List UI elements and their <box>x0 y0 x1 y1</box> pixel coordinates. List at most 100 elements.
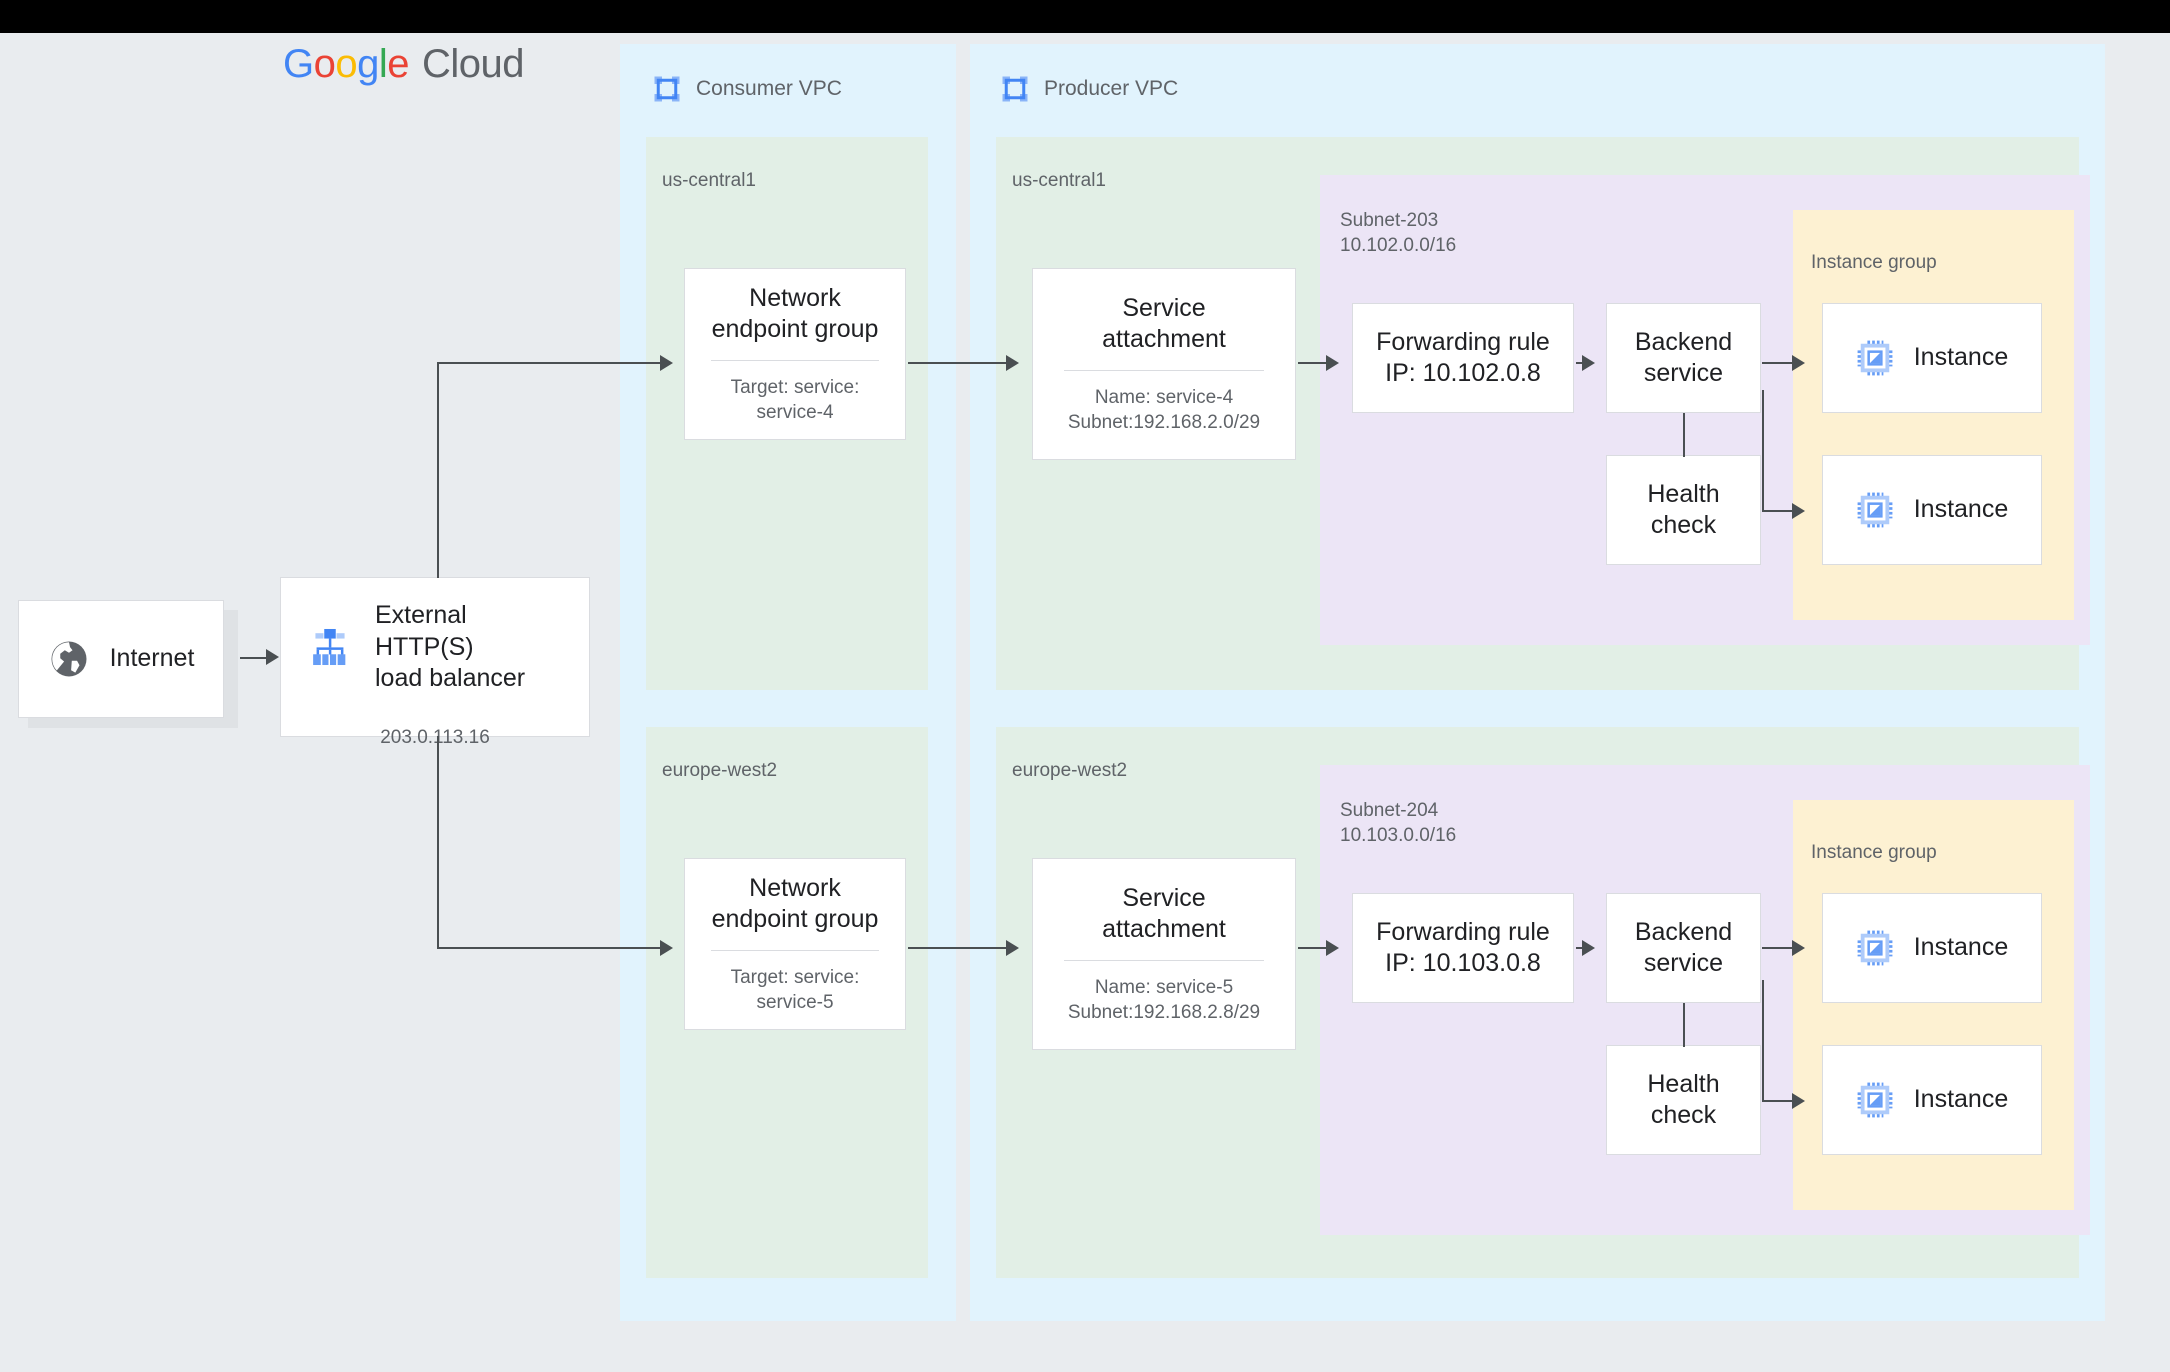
instance-us-central1-1-label: Instance <box>1913 343 2009 372</box>
connector-bs-elbow-v-us-central1 <box>1762 390 1764 512</box>
instance-europe-west2-2[interactable]: Instance <box>1822 1045 2042 1155</box>
globe-icon <box>48 638 90 680</box>
health-check-europe-west2[interactable]: Health check <box>1606 1045 1761 1155</box>
neg-us-central1-detail: Target: service: service-4 <box>730 376 860 423</box>
connector-neg-to-sa-us-central1 <box>908 362 1008 364</box>
top-black-bar <box>0 0 2170 33</box>
forwarding-rule-us-central1-title: Forwarding rule IP: 10.102.0.8 <box>1376 327 1550 388</box>
connector-bs-elbow-h-europe-west2 <box>1762 1100 1798 1102</box>
logo-letter-e: e <box>387 42 410 86</box>
arrowhead <box>660 355 673 371</box>
forwarding-rule-us-central1[interactable]: Forwarding rule IP: 10.102.0.8 <box>1352 303 1574 413</box>
arrowhead <box>1792 940 1805 956</box>
neg-europe-west2[interactable]: Network endpoint group Target: service: … <box>684 858 906 1030</box>
arrowhead <box>1006 355 1019 371</box>
health-check-us-central1-title: Health check <box>1647 479 1720 540</box>
producer-vpc-header: Producer VPC <box>1000 74 1178 104</box>
instance-us-central1-1[interactable]: Instance <box>1822 303 2042 413</box>
health-check-us-central1[interactable]: Health check <box>1606 455 1761 565</box>
producer-region-europe-west2-label: europe-west2 <box>1012 760 1128 781</box>
subnet-204-label: Subnet-204 10.103.0.0/16 <box>1340 800 1457 847</box>
internet-node[interactable]: Internet <box>18 600 224 718</box>
logo-letter-g2: g <box>357 42 379 86</box>
internet-label: Internet <box>109 644 195 673</box>
connector-lb-to-neg-europe-west2 <box>437 947 662 949</box>
service-attachment-us-central1-detail: Name: service-4 Subnet:192.168.2.0/29 <box>1067 386 1261 433</box>
backend-service-us-central1[interactable]: Backend service <box>1606 303 1761 413</box>
vpc-icon <box>652 74 682 104</box>
connector-lb-to-neg-us-central1 <box>437 362 662 364</box>
backend-service-europe-west2[interactable]: Backend service <box>1606 893 1761 1003</box>
logo-letter-l: l <box>378 42 388 86</box>
connector-sa-to-fr-us-central1 <box>1298 362 1328 364</box>
divider <box>711 359 879 361</box>
connector-bs-to-hc-us-central1 <box>1683 413 1685 457</box>
arrowhead <box>1326 355 1339 371</box>
instance-us-central1-2-label: Instance <box>1913 495 2009 524</box>
load-balancer-title: External HTTP(S) load balancer <box>375 601 526 692</box>
vm-instance-icon <box>1856 491 1894 529</box>
connector-lb-trunk-up <box>437 362 439 578</box>
arrowhead <box>1326 940 1339 956</box>
load-balancer-ip: 203.0.113.16 <box>380 726 490 748</box>
instance-europe-west2-2-label: Instance <box>1913 1085 2009 1114</box>
neg-us-central1-title: Network endpoint group <box>711 283 879 344</box>
backend-service-europe-west2-title: Backend service <box>1634 917 1733 978</box>
instance-us-central1-2[interactable]: Instance <box>1822 455 2042 565</box>
connector-lb-trunk-down <box>437 736 439 949</box>
connector-bs-to-hc-europe-west2 <box>1683 1003 1685 1047</box>
divider <box>711 949 879 951</box>
connector-bs-to-instance1-us-central1 <box>1762 362 1798 364</box>
arrowhead <box>1582 940 1595 956</box>
subnet-203-label: Subnet-203 10.102.0.0/16 <box>1340 210 1457 257</box>
connector-sa-to-fr-europe-west2 <box>1298 947 1328 949</box>
vpc-icon <box>1000 74 1030 104</box>
consumer-vpc-header: Consumer VPC <box>652 74 842 104</box>
instance-group-us-central1-label: Instance group <box>1811 252 1937 273</box>
arrowhead <box>1792 355 1805 371</box>
arrowhead <box>1006 940 1019 956</box>
producer-region-us-central1-label: us-central1 <box>1012 170 1106 191</box>
vm-instance-icon <box>1856 339 1894 377</box>
service-attachment-europe-west2-title: Service attachment <box>1102 883 1226 944</box>
health-check-europe-west2-title: Health check <box>1647 1069 1720 1130</box>
load-balancer-node[interactable]: External HTTP(S) load balancer 203.0.113… <box>280 577 590 748</box>
arrowhead <box>1792 503 1805 519</box>
vm-instance-icon <box>1856 929 1894 967</box>
forwarding-rule-europe-west2[interactable]: Forwarding rule IP: 10.103.0.8 <box>1352 893 1574 1003</box>
service-attachment-us-central1[interactable]: Service attachment Name: service-4 Subne… <box>1032 268 1296 460</box>
connector-neg-to-sa-europe-west2 <box>908 947 1008 949</box>
connector-bs-to-instance1-europe-west2 <box>1762 947 1798 949</box>
vm-instance-icon <box>1856 1081 1894 1119</box>
arrowhead <box>1582 355 1595 371</box>
backend-service-us-central1-title: Backend service <box>1634 327 1733 388</box>
arrowhead <box>1792 1093 1805 1109</box>
instance-group-europe-west2-label: Instance group <box>1811 842 1937 863</box>
logo-letter-g: G <box>283 42 314 86</box>
instance-europe-west2-1-label: Instance <box>1913 933 2009 962</box>
consumer-vpc-title: Consumer VPC <box>696 77 842 100</box>
arrowhead <box>660 940 673 956</box>
divider <box>1064 959 1264 961</box>
neg-europe-west2-detail: Target: service: service-5 <box>730 966 860 1013</box>
connector-bs-elbow-h-us-central1 <box>1762 510 1798 512</box>
logo-letter-o1: o <box>313 42 336 86</box>
google-cloud-logo: Google Cloud <box>283 42 525 87</box>
neg-europe-west2-title: Network endpoint group <box>711 873 879 934</box>
logo-cloud-word: Cloud <box>422 42 525 86</box>
forwarding-rule-europe-west2-title: Forwarding rule IP: 10.103.0.8 <box>1376 917 1550 978</box>
producer-vpc-title: Producer VPC <box>1044 77 1179 100</box>
divider <box>1064 369 1264 371</box>
neg-us-central1[interactable]: Network endpoint group Target: service: … <box>684 268 906 440</box>
arrowhead <box>266 649 279 665</box>
logo-letter-o2: o <box>335 42 358 86</box>
service-attachment-us-central1-title: Service attachment <box>1102 293 1226 354</box>
connector-bs-elbow-v-europe-west2 <box>1762 980 1764 1102</box>
load-balancer-icon <box>307 624 353 670</box>
consumer-region-europe-west2-label: europe-west2 <box>662 760 778 781</box>
instance-europe-west2-1[interactable]: Instance <box>1822 893 2042 1003</box>
service-attachment-europe-west2[interactable]: Service attachment Name: service-5 Subne… <box>1032 858 1296 1050</box>
connector-internet-to-lb <box>240 657 268 659</box>
service-attachment-europe-west2-detail: Name: service-5 Subnet:192.168.2.8/29 <box>1067 976 1261 1023</box>
